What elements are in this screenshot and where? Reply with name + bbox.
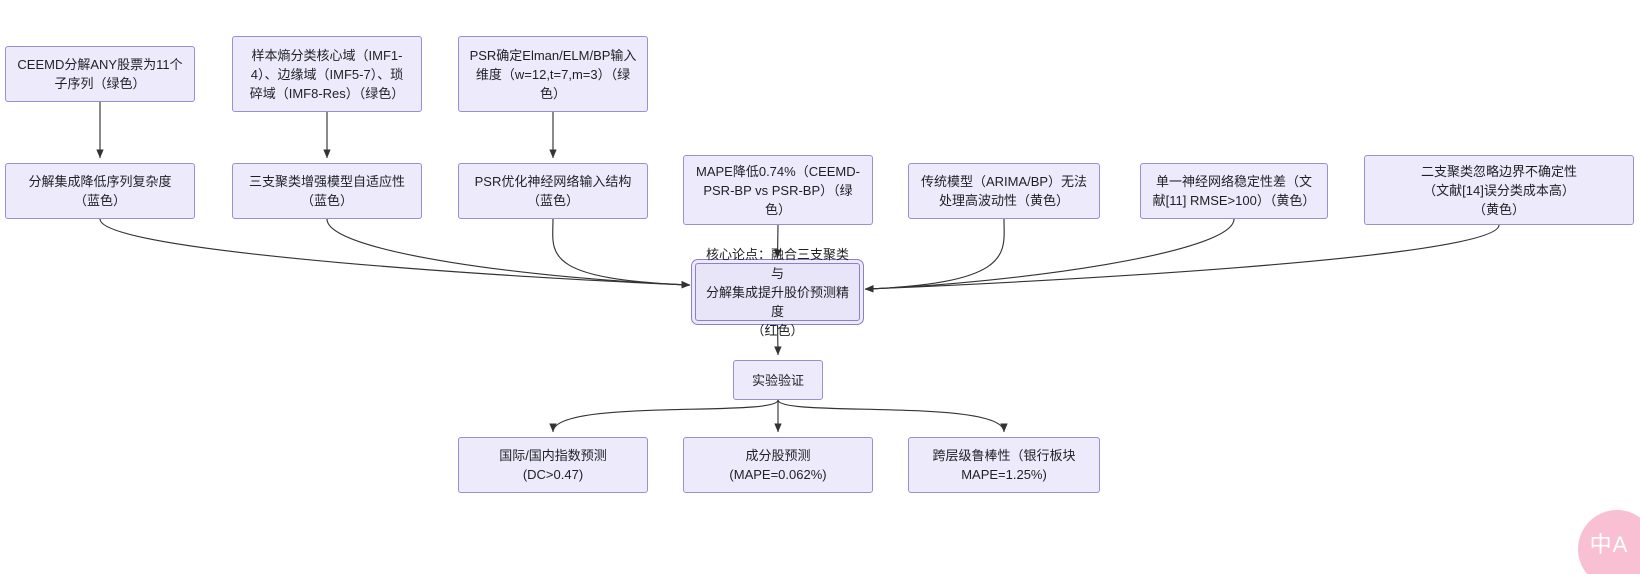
- flow-edge-n11-to-n14: [777, 399, 1008, 433]
- flow-node-label: 单一神经网络稳定性差（文 献[11] RMSE>100）（黄色）: [1152, 174, 1316, 208]
- flow-node-label: MAPE降低0.74%（CEEMD- PSR-BP vs PSR-BP）（绿 色…: [696, 163, 860, 217]
- flow-node-label: 样本熵分类核心域（IMF1- 4）、边缘域（IMF5-7）、琐 碎域（IMF8-…: [249, 47, 405, 101]
- flow-node-label: 三支聚类增强模型自适应性 （蓝色）: [248, 174, 405, 208]
- flow-node-label: 国际/国内指数预测 (DC>0.47): [499, 448, 607, 482]
- flow-node-n13[interactable]: 成分股预测 (MAPE=0.062%): [683, 437, 873, 493]
- flow-node-n8[interactable]: 传统模型（ARIMA/BP）无法 处理高波动性（黄色）: [908, 163, 1100, 219]
- flow-node-label: PSR优化神经网络输入结构 （蓝色）: [474, 174, 632, 208]
- flow-node-n2[interactable]: 样本熵分类核心域（IMF1- 4）、边缘域（IMF5-7）、琐 碎域（IMF8-…: [232, 36, 422, 112]
- flow-node-n10[interactable]: 二支聚类忽略边界不确定性 （文献[14]误分类成本高） （黄色）: [1364, 155, 1634, 225]
- flow-node-n6[interactable]: PSR优化神经网络输入结构 （蓝色）: [458, 163, 648, 219]
- flow-node-n1[interactable]: CEEMD分解ANY股票为11个 子序列（绿色）: [5, 46, 195, 102]
- flow-node-label: 分解集成降低序列复杂度 （蓝色）: [28, 174, 172, 208]
- flow-node-label: 二支聚类忽略边界不确定性 （文献[14]误分类成本高） （黄色）: [1420, 163, 1577, 217]
- flow-edge-n9-to-core: [864, 218, 1235, 293]
- flow-node-label: 跨层级鲁棒性（银行板块 MAPE=1.25%): [932, 448, 1076, 482]
- flow-node-n9[interactable]: 单一神经网络稳定性差（文 献[11] RMSE>100）（黄色）: [1140, 163, 1328, 219]
- flow-node-label: 传统模型（ARIMA/BP）无法 处理高波动性（黄色）: [920, 174, 1088, 208]
- flow-node-label: CEEMD分解ANY股票为11个 子序列（绿色）: [17, 57, 183, 91]
- flow-node-n4[interactable]: 分解集成降低序列复杂度 （蓝色）: [5, 163, 195, 219]
- watermark-badge: 中A: [1578, 510, 1640, 574]
- flow-node-label: 实验验证: [751, 372, 804, 388]
- flow-edge-n5-to-core: [326, 218, 691, 289]
- flow-edge-n4-to-core: [99, 218, 691, 289]
- flow-node-core[interactable]: 核心论点：融合三支聚类与 分解集成提升股价预测精度 （红色）: [695, 247, 860, 338]
- flow-node-n5[interactable]: 三支聚类增强模型自适应性 （蓝色）: [232, 163, 422, 219]
- flow-edge-n6-to-core: [552, 218, 691, 289]
- flow-node-label: PSR确定Elman/ELM/BP输入 维度（w=12,t=7,m=3）（绿 色…: [469, 47, 637, 101]
- flow-node-n3[interactable]: PSR确定Elman/ELM/BP输入 维度（w=12,t=7,m=3）（绿 色…: [458, 36, 648, 112]
- flow-edge-n11-to-n12: [549, 399, 779, 433]
- flow-node-n7[interactable]: MAPE降低0.74%（CEEMD- PSR-BP vs PSR-BP）（绿 色…: [683, 155, 873, 225]
- flow-edge-n10-to-core: [864, 224, 1500, 293]
- flow-node-n11[interactable]: 实验验证: [733, 360, 823, 400]
- flow-edge-n8-to-core: [864, 218, 1005, 293]
- flow-node-n12[interactable]: 国际/国内指数预测 (DC>0.47): [458, 437, 648, 493]
- flow-node-label: 成分股预测 (MAPE=0.062%): [729, 448, 827, 482]
- flow-node-label: 核心论点：融合三支聚类与 分解集成提升股价预测精度 （红色）: [705, 246, 849, 338]
- flow-node-n14[interactable]: 跨层级鲁棒性（银行板块 MAPE=1.25%): [908, 437, 1100, 493]
- watermark-label: 中A: [1589, 532, 1629, 557]
